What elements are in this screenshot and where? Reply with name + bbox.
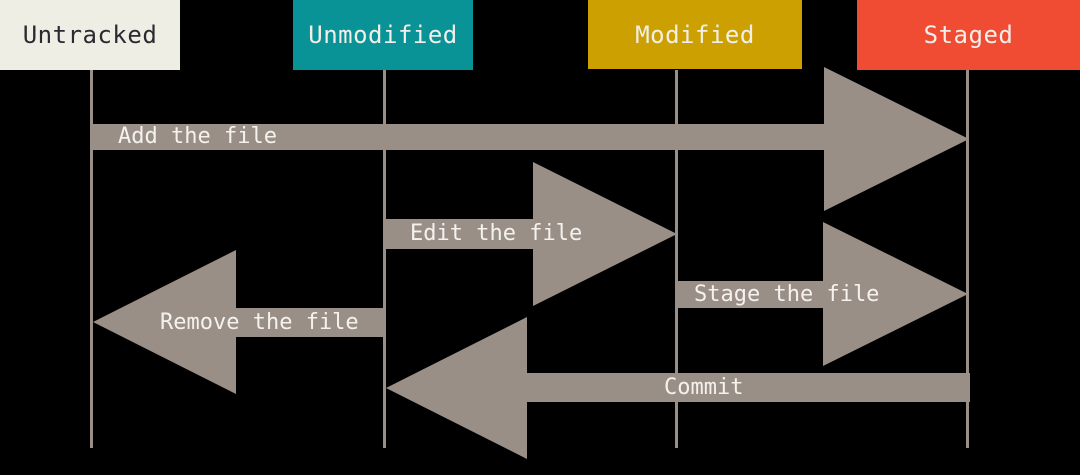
arrow-shaft bbox=[677, 281, 823, 308]
state-staged-label: Staged bbox=[923, 21, 1014, 49]
arrow-shaft bbox=[527, 373, 970, 402]
state-unmodified: Unmodified bbox=[293, 0, 473, 70]
state-staged: Staged bbox=[857, 0, 1080, 70]
arrow-edit-the-file-label: Edit the file bbox=[410, 221, 583, 246]
state-untracked: Untracked bbox=[0, 0, 180, 70]
arrowhead-left-icon bbox=[386, 317, 527, 459]
arrow-shaft bbox=[385, 219, 533, 249]
untracked-lifeline bbox=[90, 70, 93, 448]
state-unmodified-label: Unmodified bbox=[308, 21, 458, 49]
arrow-stage-the-file-label: Stage the file bbox=[694, 282, 880, 307]
arrow-add-the-file-label: Add the file bbox=[118, 124, 277, 149]
unmodified-lifeline bbox=[383, 70, 386, 448]
arrow-shaft bbox=[236, 308, 385, 337]
arrow-commit-label: Commit bbox=[664, 375, 744, 400]
arrowhead-left-icon bbox=[93, 250, 236, 394]
arrow-remove-the-file-label: Remove the file bbox=[160, 310, 359, 335]
arrowhead-right-icon bbox=[533, 162, 677, 306]
state-untracked-label: Untracked bbox=[22, 21, 158, 49]
arrowhead-right-icon bbox=[823, 222, 968, 366]
arrow-shaft bbox=[92, 124, 824, 150]
state-modified: Modified bbox=[588, 0, 802, 69]
state-modified-label: Modified bbox=[635, 20, 755, 49]
arrowhead-right-icon bbox=[824, 67, 969, 211]
